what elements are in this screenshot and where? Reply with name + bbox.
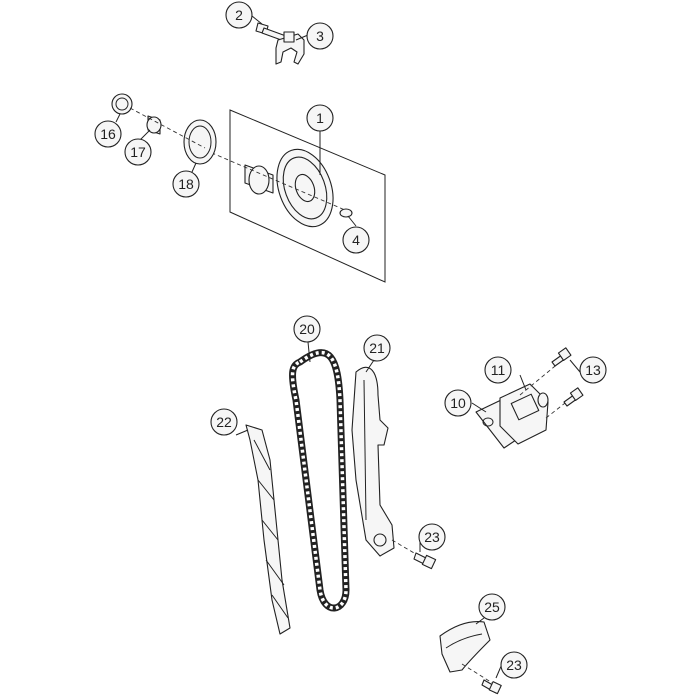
leader-16 [115,113,121,123]
axis-line-top [129,107,206,149]
leader-25 [475,617,485,625]
callout-22-label: 22 [216,414,232,430]
callout-23-middle: 23 [418,523,446,551]
callout-11-label: 11 [491,362,506,378]
callout-22: 22 [210,408,238,436]
callout-23-bottom: 23 [500,651,528,679]
leader-17 [139,129,151,141]
leader-22 [235,429,249,436]
leader-21 [365,359,375,373]
callout-17-label: 17 [130,144,146,160]
callout-11: 11 [484,356,512,384]
callout-21: 21 [363,334,391,362]
part-22-guide-rail [245,424,291,635]
callout-2-label: 2 [235,7,243,23]
leader-4 [347,215,357,227]
callout-21-label: 21 [369,340,385,356]
part-1-camshaft-sprocket [204,148,346,228]
leader-20 [307,341,311,363]
callout-23-bottom-label: 23 [506,657,522,673]
callout-4-label: 4 [352,232,360,248]
callout-3-label: 3 [316,28,324,44]
part-21-tensioner-rail [351,366,395,557]
callout-2: 2 [225,1,253,29]
callout-16: 16 [94,120,122,148]
part-23-bolt-bottom [461,663,502,695]
leader-3 [295,34,309,41]
callout-1: 1 [306,104,334,132]
leader-13 [569,359,581,373]
part-25-chain-guide [439,621,491,673]
callout-16-label: 16 [100,126,116,142]
part-3-shift-fork [275,31,305,65]
callout-18-label: 18 [178,176,194,192]
callout-13-label: 13 [585,362,601,378]
callout-4: 4 [342,226,370,254]
callout-10: 10 [444,389,472,417]
part-16-seal [111,93,133,115]
callout-10-label: 10 [450,395,466,411]
leader-18 [191,162,197,173]
part-23-bolt-middle [391,539,437,570]
leader-10 [471,402,487,413]
part-13-bolt [545,387,584,419]
callout-18: 18 [172,170,200,198]
callout-layer: 2 3 1 16 17 18 4 20 [94,1,607,679]
callout-23-middle-label: 23 [424,529,440,545]
part-11-bolt [519,347,572,396]
callout-20-label: 20 [299,321,315,337]
leader-11 [519,374,527,391]
callout-1-label: 1 [316,110,324,126]
callout-25-label: 25 [484,599,500,615]
leader-2 [251,15,263,25]
callout-17: 17 [124,138,152,166]
part-20-timing-chain [289,349,350,612]
part-2-bolt [255,22,287,42]
part-10-tensioner-body [499,383,549,445]
callout-13: 13 [579,356,607,384]
callout-3: 3 [306,22,334,50]
callout-20: 20 [293,315,321,343]
part-4-washer [339,208,353,218]
part-18-bearing [183,119,217,165]
callout-25: 25 [478,593,506,621]
part-1-group-frame [229,109,386,283]
